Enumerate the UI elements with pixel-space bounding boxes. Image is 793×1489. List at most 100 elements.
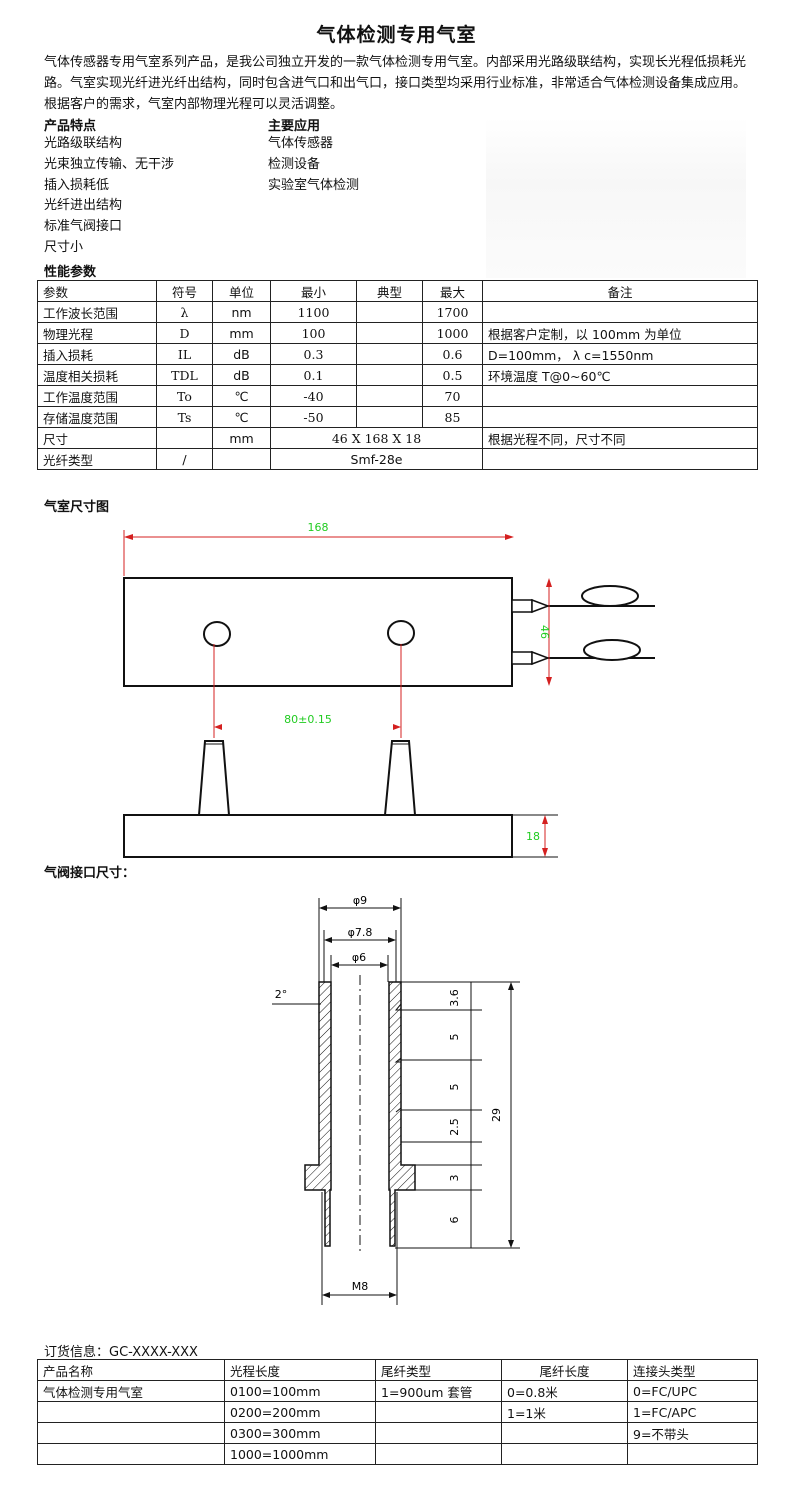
header-cell: 符号 <box>156 280 213 302</box>
header-cell: 单位 <box>212 280 271 302</box>
table-cell: ℃ <box>212 406 271 428</box>
table-cell: 46 X 168 X 18 <box>270 427 483 449</box>
table-row: 插入损耗 IL dB 0.3 0.6 D=100mm， λ c=1550nm <box>37 343 758 365</box>
table-cell: mm <box>212 427 271 449</box>
valve-drawing-heading: 气阀接口尺寸： <box>44 866 136 881</box>
d9-label: φ9 <box>353 894 367 907</box>
table-cell <box>501 1422 628 1444</box>
order-table: 产品名称 光程长度 尾纤类型 尾纤长度 连接头类型 气体检测专用气室 0100=… <box>37 1359 758 1465</box>
table-cell: D <box>156 322 213 344</box>
applications-heading: 主要应用 <box>268 119 321 134</box>
arrow-up-icon <box>542 815 548 824</box>
table-cell <box>156 427 213 449</box>
table-cell <box>37 1422 225 1444</box>
table-cell <box>37 1401 225 1423</box>
table-cell: 0.5 <box>422 364 483 386</box>
table-cell: 85 <box>422 406 483 428</box>
table-cell: 工作波长范围 <box>37 301 157 323</box>
angle-label: 2° <box>275 988 288 1001</box>
fiber-coil <box>583 639 641 661</box>
table-row: 1000=1000mm <box>37 1443 758 1465</box>
table-cell: 工作温度范围 <box>37 385 157 407</box>
feature-item: 光纤进出结构 <box>44 198 123 214</box>
feature-item: 标准气阀接口 <box>44 219 123 235</box>
table-cell: IL <box>156 343 213 365</box>
table-row: 工作温度范围 To ℃ -40 70 <box>37 385 758 407</box>
table-cell: 1000 <box>422 322 483 344</box>
header-cell: 光程长度 <box>224 1359 376 1381</box>
table-cell: 温度相关损耗 <box>37 364 157 386</box>
table-row: 工作波长范围 λ nm 1100 1700 <box>37 301 758 323</box>
arrow-down-icon <box>542 848 548 857</box>
fiber-connector <box>511 599 533 613</box>
table-cell <box>356 301 423 323</box>
table-cell: 0=FC/UPC <box>627 1380 758 1402</box>
features-heading: 产品特点 <box>44 119 97 134</box>
arrow-left-icon <box>124 534 133 540</box>
gas-nozzle <box>197 740 231 816</box>
header-cell: 连接头类型 <box>627 1359 758 1381</box>
table-row: 存储温度范围 Ts ℃ -50 85 <box>37 406 758 428</box>
table-cell: 尺寸 <box>37 427 157 449</box>
header-cell: 最大 <box>422 280 483 302</box>
table-cell <box>356 343 423 365</box>
table-cell: 0.6 <box>422 343 483 365</box>
feature-item: 尺寸小 <box>44 239 84 255</box>
valve-wall-left <box>304 981 332 1247</box>
table-row: 0300=300mm 9=不带头 <box>37 1422 758 1444</box>
header-cell: 最小 <box>270 280 357 302</box>
table-cell <box>482 448 758 470</box>
fiber-connector <box>511 651 533 665</box>
arrow-right-icon <box>393 724 401 730</box>
spacing-label: 80±0.15 <box>284 713 332 726</box>
table-cell: 插入损耗 <box>37 343 157 365</box>
header-cell: 典型 <box>356 280 423 302</box>
table-cell: 1=1米 <box>501 1401 628 1423</box>
application-item: 气体传感器 <box>268 136 334 151</box>
table-cell: 根据客户定制，以 100mm 为单位 <box>482 322 758 344</box>
table-cell <box>356 406 423 428</box>
applications-section: 主要应用 气体传感器 检测设备 实验室气体检测 <box>268 115 488 196</box>
table-cell <box>501 1443 628 1465</box>
table-cell: -50 <box>270 406 357 428</box>
valve-wall-right <box>388 981 416 1247</box>
arrow-right-icon <box>505 534 514 540</box>
performance-table: 参数 符号 单位 最小 典型 最大 备注 工作波长范围 λ nm 1100 17… <box>37 280 758 470</box>
table-cell: 70 <box>422 385 483 407</box>
features-section: 产品特点 光路级联结构 光束独立传输、无干涉 插入损耗低 光纤进出结构 标准气阀… <box>44 115 264 259</box>
table-cell: 1000=1000mm <box>224 1443 376 1465</box>
gas-port-circle <box>203 621 231 647</box>
performance-heading: 性能参数 <box>44 265 97 280</box>
chamber-dimension-drawing: 168 46 80±0.15 18 <box>123 521 655 858</box>
header-cell: 参数 <box>37 280 157 302</box>
application-item: 检测设备 <box>268 156 321 172</box>
table-cell: 存储温度范围 <box>37 406 157 428</box>
table-cell: mm <box>212 322 271 344</box>
valve-dimension-drawing: φ9 φ7.8 φ6 2° 3.6 5 5 2.5 3 6 29 M8 <box>272 894 520 1305</box>
header-cell: 尾纤长度 <box>501 1359 628 1381</box>
table-cell <box>482 385 758 407</box>
feature-item: 插入损耗低 <box>44 177 110 193</box>
table-cell <box>375 1443 502 1465</box>
table-cell: D=100mm， λ c=1550nm <box>482 343 758 365</box>
table-cell: 0=0.8米 <box>501 1380 628 1402</box>
length-label: 168 <box>308 521 329 534</box>
product-photo <box>486 118 746 278</box>
table-cell: 光纤类型 <box>37 448 157 470</box>
table-header-row: 产品名称 光程长度 尾纤类型 尾纤长度 连接头类型 <box>37 1359 758 1381</box>
table-cell: nm <box>212 301 271 323</box>
table-cell <box>375 1422 502 1444</box>
table-row: 物理光程 D mm 100 1000 根据客户定制，以 100mm 为单位 <box>37 322 758 344</box>
table-cell <box>212 448 271 470</box>
fiber-connector-tip <box>531 598 551 614</box>
chamber-body <box>123 577 513 687</box>
chamber-side-view <box>123 814 513 858</box>
table-cell <box>37 1443 225 1465</box>
chamber-drawing-heading: 气室尺寸图 <box>44 500 110 515</box>
table-cell: 9=不带头 <box>627 1422 758 1444</box>
table-row: 0200=200mm 1=1米 1=FC/APC <box>37 1401 758 1423</box>
table-cell: 1=FC/APC <box>627 1401 758 1423</box>
table-row: 温度相关损耗 TDL dB 0.1 0.5 环境温度 T@0~60℃ <box>37 364 758 386</box>
table-cell: dB <box>212 364 271 386</box>
total-length-label: 29 <box>490 1108 503 1122</box>
